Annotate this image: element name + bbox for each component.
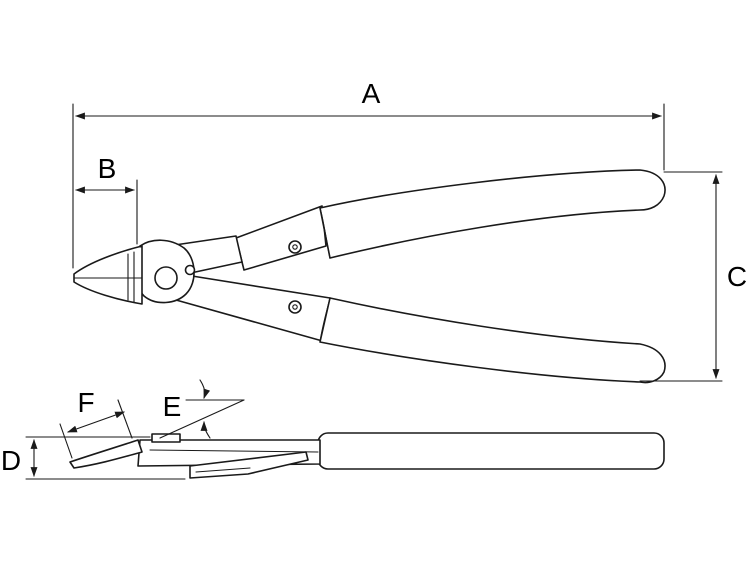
dimension-e: E [159, 379, 245, 439]
upper-handle-arm [235, 205, 327, 271]
label-e: E [163, 391, 182, 422]
side-spring [189, 451, 309, 479]
dimension-f: F [59, 387, 133, 459]
lower-grip [319, 297, 666, 384]
upper-grip-edge [319, 207, 331, 259]
upper-grip [319, 169, 666, 259]
pivot-screw-icon [154, 266, 178, 290]
label-a: A [362, 78, 381, 109]
label-c: C [727, 261, 747, 292]
dimension-c: C [639, 171, 747, 382]
pliers-top-view [73, 169, 666, 384]
label-b: B [98, 153, 117, 184]
lower-rivet-icon [288, 300, 302, 314]
dimension-b: B [75, 153, 138, 245]
label-f: F [77, 387, 94, 418]
label-d: D [1, 445, 21, 476]
lower-handle-arm [175, 275, 331, 343]
pivot-pin-icon [184, 264, 196, 276]
dimension-d: D [1, 436, 186, 480]
upper-rivet-icon [288, 240, 302, 254]
side-top-block [151, 433, 181, 443]
cutting-jaw [73, 245, 143, 305]
side-jaw [69, 439, 143, 469]
pliers-side-view [69, 432, 665, 479]
side-grip [317, 432, 665, 470]
dimension-a: A [72, 78, 665, 269]
